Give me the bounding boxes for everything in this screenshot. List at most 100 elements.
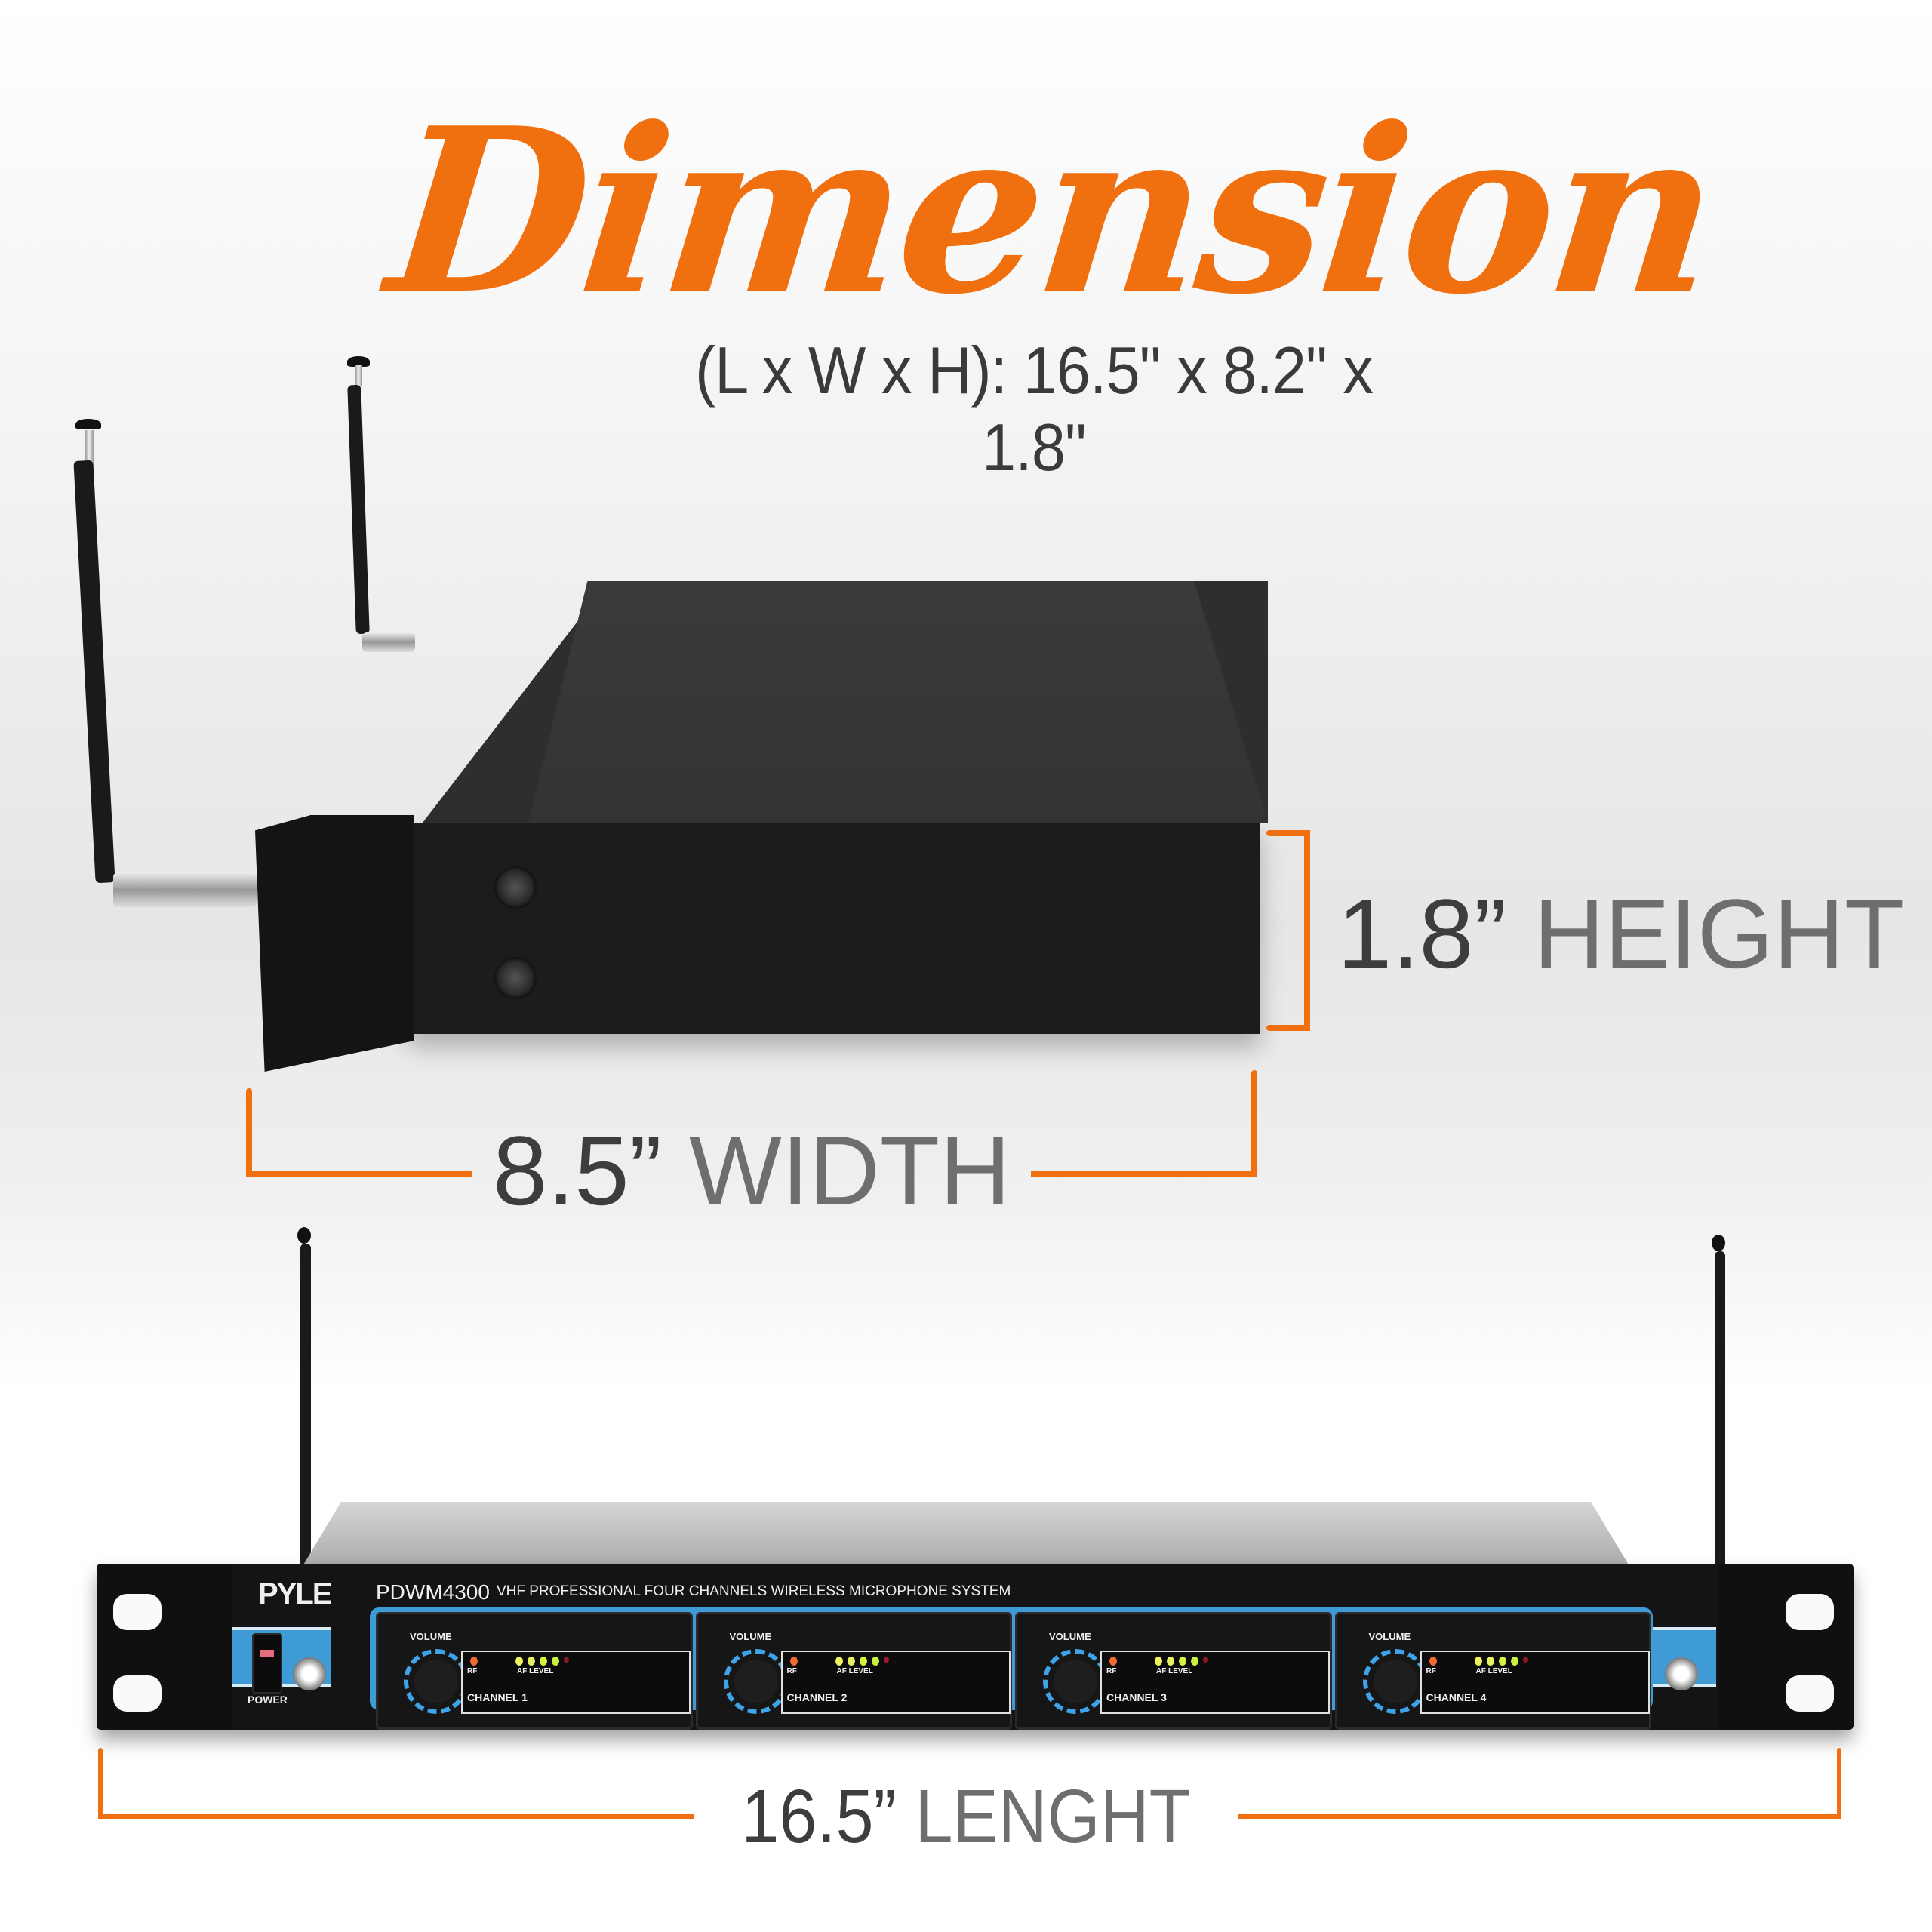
rf-led-icon xyxy=(470,1657,478,1666)
channel-module-2: VOLUME RF AF LEVEL CHANNEL 2 xyxy=(695,1612,1012,1730)
length-bracket-right xyxy=(1837,1748,1841,1819)
length-value: 16.5” xyxy=(741,1774,897,1859)
volume-knob-4[interactable] xyxy=(1362,1649,1428,1714)
af-led-icon xyxy=(552,1657,559,1666)
device-lid xyxy=(528,581,1268,823)
rack-mount-hole xyxy=(113,1675,162,1712)
rf-label: RF xyxy=(1106,1667,1117,1675)
height-value: 1.8” xyxy=(1337,878,1507,989)
peak-led-icon xyxy=(1522,1657,1528,1663)
af-level-label: AF LEVEL xyxy=(1156,1667,1193,1675)
af-led-icon xyxy=(515,1657,523,1666)
af-level-label: AF LEVEL xyxy=(836,1667,873,1675)
height-label: 1.8” HEIGHT xyxy=(1337,884,1904,983)
knob-icon xyxy=(414,1660,458,1703)
volume-label: VOLUME xyxy=(410,1631,452,1642)
rf-led-icon xyxy=(1429,1657,1437,1666)
length-bracket-line-left xyxy=(98,1814,694,1819)
antenna-segment xyxy=(355,365,362,386)
height-bracket-vertical xyxy=(1304,830,1310,1031)
knob-icon xyxy=(1373,1660,1417,1703)
af-led-icon xyxy=(1191,1657,1198,1666)
height-unit-label: HEIGHT xyxy=(1534,878,1905,989)
device-description: VHF PROFESSIONAL FOUR CHANNELS WIRELESS … xyxy=(497,1583,1011,1599)
screw-icon xyxy=(494,957,537,999)
length-dimension: 16.5” LENGHT xyxy=(98,1748,1841,1869)
volume-knob-2[interactable] xyxy=(723,1649,789,1714)
side-view-device xyxy=(73,356,1268,1072)
antenna-connector-front xyxy=(113,872,257,907)
antenna-tip-icon xyxy=(347,356,370,367)
width-bracket-right xyxy=(1251,1070,1257,1177)
af-led-icon xyxy=(871,1657,879,1666)
af-led-icon xyxy=(528,1657,535,1666)
rack-mount-hole xyxy=(1786,1594,1834,1630)
af-led-icon xyxy=(1474,1657,1482,1666)
af-led-icon xyxy=(1510,1657,1518,1666)
channel-display-1: RF AF LEVEL CHANNEL 1 xyxy=(461,1651,691,1714)
channel-module-3: VOLUME RF AF LEVEL CHANNEL 3 xyxy=(1015,1612,1332,1730)
width-label: 8.5” WIDTH xyxy=(480,1121,1023,1220)
rf-label: RF xyxy=(786,1667,797,1675)
peak-led-icon xyxy=(1203,1657,1208,1663)
rack-mount-hole xyxy=(1786,1675,1834,1712)
af-led-icon xyxy=(859,1657,867,1666)
channel-display-2: RF AF LEVEL CHANNEL 2 xyxy=(780,1651,1011,1714)
width-bracket-left xyxy=(246,1088,252,1177)
rf-label: RF xyxy=(467,1667,478,1675)
power-indicator-icon xyxy=(260,1650,274,1657)
af-level-label: AF LEVEL xyxy=(517,1667,554,1675)
volume-label: VOLUME xyxy=(1049,1631,1091,1642)
rack-front-panel: PYLE PDWM4300 VHF PROFESSIONAL FOUR CHAN… xyxy=(97,1564,1854,1730)
antenna-connector-back xyxy=(362,632,415,652)
af-level-label: AF LEVEL xyxy=(1475,1667,1512,1675)
antenna-segment xyxy=(85,430,94,463)
volume-knob-1[interactable] xyxy=(404,1649,469,1714)
antenna-connector-right xyxy=(1665,1657,1698,1690)
length-bracket-left xyxy=(98,1748,103,1819)
screw-icon xyxy=(494,866,537,909)
antenna-tip-icon xyxy=(1712,1235,1725,1251)
antenna-tip-icon xyxy=(297,1227,311,1244)
antenna-front xyxy=(73,460,115,884)
channel-module-4: VOLUME RF AF LEVEL CHANNEL 4 xyxy=(1334,1612,1651,1730)
length-unit-label: LENGHT xyxy=(915,1774,1191,1859)
af-led-icon xyxy=(1179,1657,1186,1666)
channel-module-1: VOLUME RF AF LEVEL CHANNEL 1 xyxy=(376,1612,693,1730)
af-led-icon xyxy=(1498,1657,1506,1666)
af-led-icon xyxy=(540,1657,547,1666)
height-bracket-bottom xyxy=(1266,1025,1310,1031)
af-led-icon xyxy=(847,1657,855,1666)
height-dimension: 1.8” HEIGHT xyxy=(1260,830,1904,1034)
width-bracket-line-right xyxy=(1031,1171,1257,1177)
rf-led-icon xyxy=(789,1657,798,1666)
rack-ear-left xyxy=(97,1564,232,1730)
width-bracket-line-left xyxy=(246,1171,472,1177)
rf-led-icon xyxy=(1109,1657,1117,1666)
af-led-icon xyxy=(1167,1657,1174,1666)
af-led-icon xyxy=(1486,1657,1494,1666)
height-bracket-top xyxy=(1266,830,1310,836)
width-value: 8.5” xyxy=(492,1115,662,1226)
volume-knob-3[interactable] xyxy=(1043,1649,1108,1714)
width-unit-label: WIDTH xyxy=(689,1115,1011,1226)
af-led-icon xyxy=(1155,1657,1162,1666)
device-side-face xyxy=(408,823,1260,1034)
channel-name: CHANNEL 2 xyxy=(786,1691,848,1703)
knob-icon xyxy=(1054,1660,1097,1703)
brand-logo: PYLE xyxy=(258,1577,332,1611)
volume-label: VOLUME xyxy=(1368,1631,1411,1642)
length-label: 16.5” LENGHT xyxy=(728,1775,1204,1858)
width-dimension: 8.5” WIDTH xyxy=(246,1070,1257,1221)
model-number: PDWM4300 xyxy=(376,1580,490,1604)
dimensions-subtitle: (L x W x H): 16.5" x 8.2" x 1.8" xyxy=(695,333,1374,485)
peak-led-icon xyxy=(564,1657,569,1663)
rf-label: RF xyxy=(1426,1667,1436,1675)
antenna-tip-icon xyxy=(75,419,101,429)
power-switch[interactable] xyxy=(252,1633,282,1694)
length-bracket-line-right xyxy=(1238,1814,1841,1819)
channel-name: CHANNEL 4 xyxy=(1426,1691,1487,1703)
peak-led-icon xyxy=(883,1657,889,1663)
channel-name: CHANNEL 1 xyxy=(467,1691,528,1703)
volume-label: VOLUME xyxy=(729,1631,772,1642)
